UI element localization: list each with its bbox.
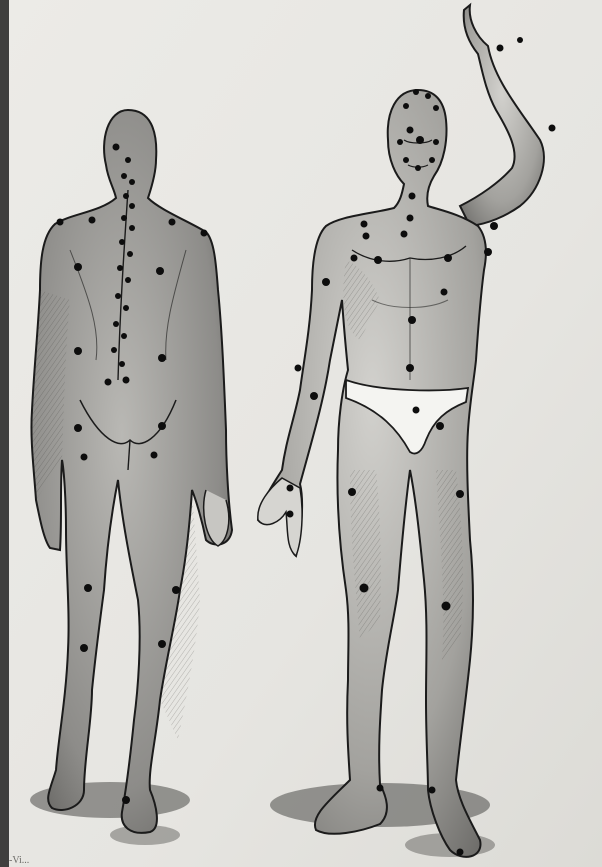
caption-text: -Vi... [9, 855, 29, 867]
